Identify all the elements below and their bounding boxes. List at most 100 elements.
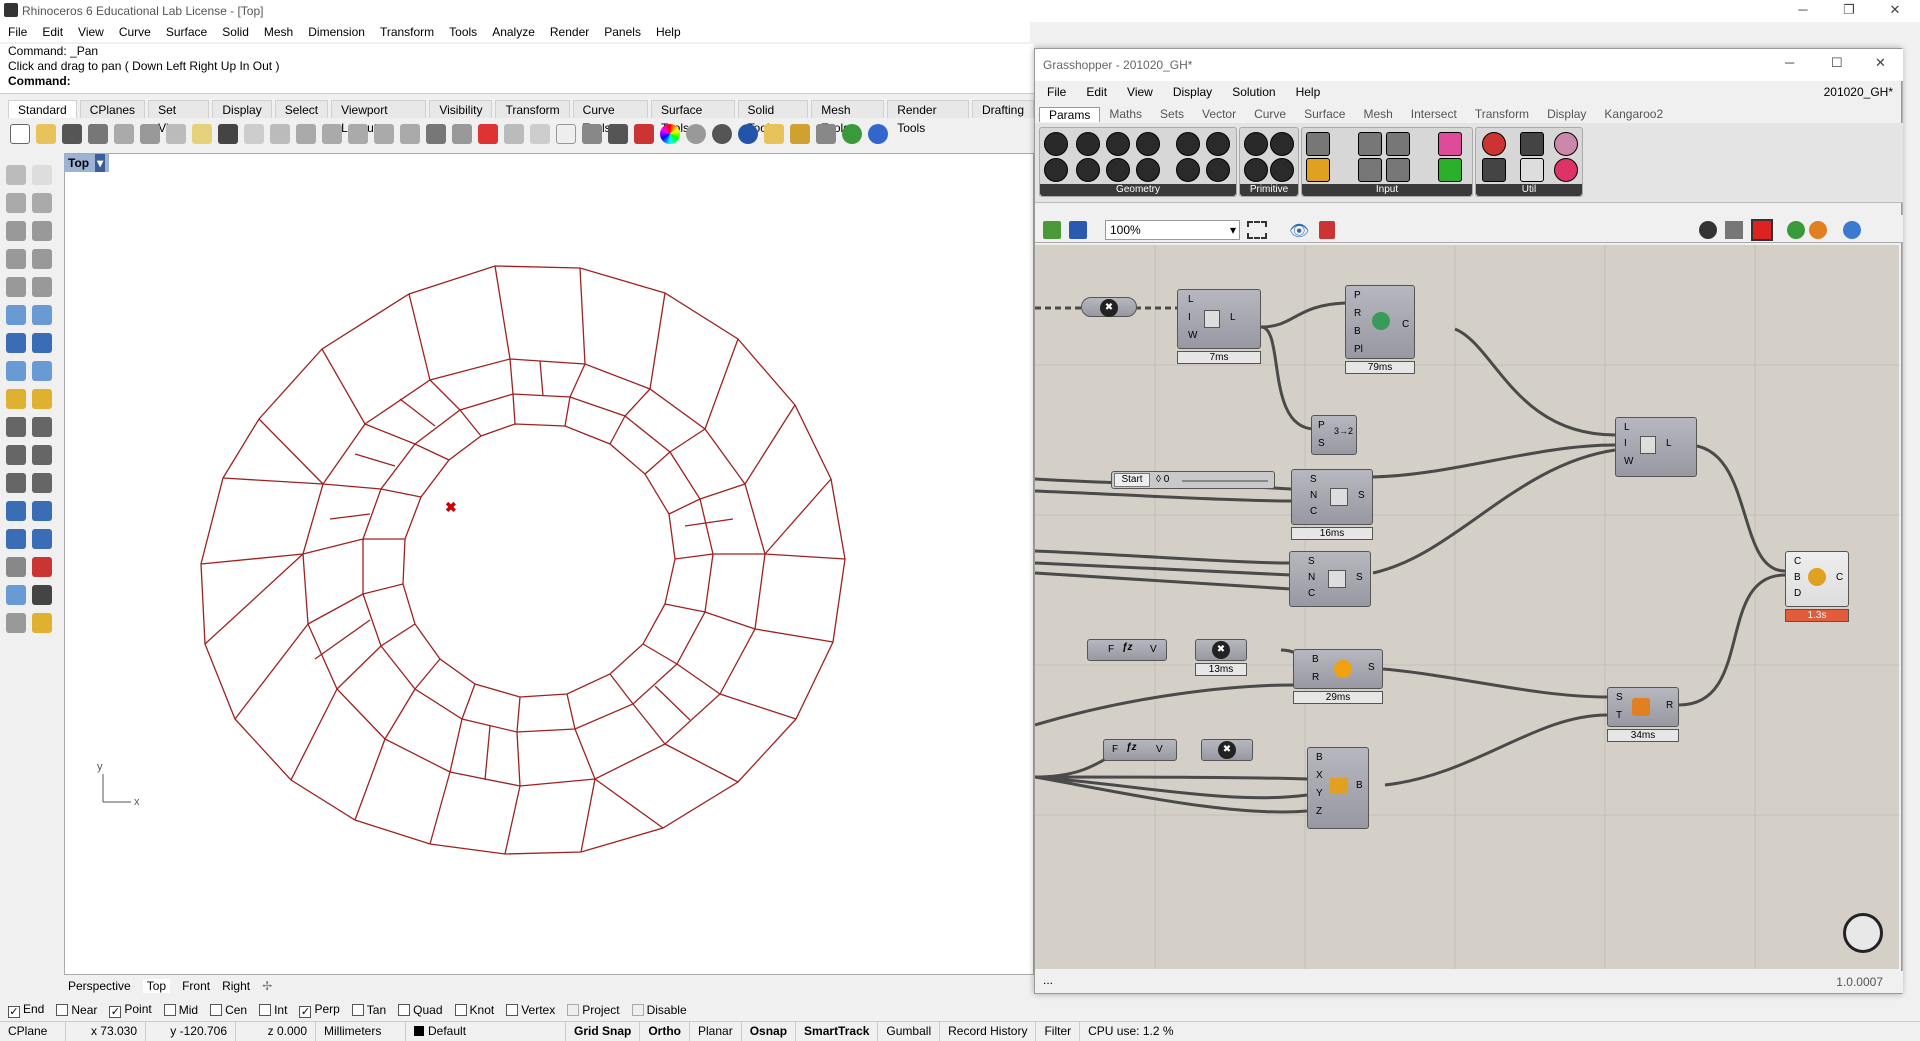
vp-tab-right[interactable]: Right <box>222 979 251 993</box>
status-layer[interactable]: Default <box>406 1021 566 1041</box>
vp-tab-top[interactable]: Top <box>142 979 171 993</box>
undo-view-icon[interactable] <box>400 124 420 144</box>
shaded-preview-icon[interactable] <box>1725 221 1743 239</box>
grasshopper-icon[interactable] <box>816 124 836 144</box>
solid-tool-icon[interactable] <box>6 613 26 633</box>
render-tool-icon[interactable] <box>32 389 52 409</box>
status-record-history[interactable]: Record History <box>940 1021 1037 1041</box>
arc-icon[interactable] <box>6 249 26 269</box>
undo-icon[interactable] <box>218 124 238 144</box>
document-preview-icon[interactable] <box>1843 221 1861 239</box>
polyline-icon[interactable] <box>6 193 26 213</box>
knob-icon[interactable] <box>1386 132 1410 156</box>
sphere-node[interactable]: B R S <box>1293 649 1383 689</box>
analyze-icon[interactable] <box>6 585 26 605</box>
tab-set-view[interactable]: Set View <box>148 100 210 135</box>
tab-viewport-layout[interactable]: Viewport Layout <box>331 100 427 135</box>
gear-icon[interactable] <box>790 124 810 144</box>
gh-menu-solution[interactable]: Solution <box>1232 85 1276 99</box>
gh-tab-mesh[interactable]: Mesh <box>1363 107 1393 121</box>
preview-eye-icon[interactable]: 👁 <box>1289 223 1310 240</box>
button-icon[interactable] <box>1358 158 1382 182</box>
osnap-quad[interactable]: Quad <box>398 1003 443 1017</box>
tab-render-tools[interactable]: Render Tools <box>887 100 969 135</box>
osnap-point-checkbox[interactable]: ✓ <box>109 1006 122 1018</box>
box-icon[interactable] <box>6 333 26 353</box>
rendered-sphere-icon[interactable] <box>712 124 732 144</box>
osnap-disable-checkbox[interactable] <box>631 1004 644 1016</box>
gh-menu-display[interactable]: Display <box>1172 85 1213 99</box>
arc-param-icon[interactable] <box>1106 132 1130 156</box>
osnap-cen[interactable]: Cen <box>210 1003 247 1017</box>
gh-menu-view[interactable]: View <box>1127 85 1153 99</box>
list-item-node-2[interactable]: L I W L <box>1615 417 1697 477</box>
tab-display[interactable]: Display <box>212 100 272 118</box>
cone-icon[interactable] <box>32 613 52 633</box>
shaded-sphere-icon[interactable] <box>686 124 706 144</box>
properties-icon[interactable] <box>634 124 654 144</box>
split-icon[interactable] <box>32 473 52 493</box>
gh-close-icon[interactable]: ✕ <box>1875 55 1886 70</box>
rotate-icon[interactable] <box>6 529 26 549</box>
menu-help[interactable]: Help <box>655 25 681 39</box>
zoom-icon[interactable] <box>296 124 316 144</box>
osnap-knot[interactable]: Knot <box>454 1003 494 1017</box>
zoom-window-icon[interactable] <box>322 124 342 144</box>
expression-node-1[interactable]: F ƒz V <box>1087 639 1167 661</box>
menu-file[interactable]: File <box>8 25 28 39</box>
flask-icon[interactable] <box>1554 158 1578 182</box>
osnap-quad-checkbox[interactable] <box>398 1004 411 1016</box>
canvas-navigator-icon[interactable] <box>1843 913 1883 953</box>
osnap-tan[interactable]: Tan <box>351 1003 386 1017</box>
status-osnap[interactable]: Osnap <box>742 1021 797 1041</box>
minimize-icon[interactable]: ─ <box>1798 2 1808 17</box>
polygon-icon[interactable] <box>6 277 26 297</box>
value-list-icon[interactable] <box>1386 158 1410 182</box>
trim-icon[interactable] <box>6 473 26 493</box>
integer-param-icon[interactable] <box>1270 132 1294 156</box>
status-smarttrack[interactable]: SmartTrack <box>796 1021 879 1041</box>
menu-tools[interactable]: Tools <box>449 25 478 39</box>
toggle-icon[interactable] <box>1358 132 1382 156</box>
status-cplane[interactable]: CPlane <box>0 1021 66 1041</box>
select-arrow-icon[interactable] <box>6 165 26 185</box>
mesh-icon[interactable] <box>6 361 26 381</box>
boolean-icon[interactable] <box>6 445 26 465</box>
start-slider[interactable]: Start ◊ 0 <box>1111 471 1275 489</box>
open-icon[interactable] <box>36 124 56 144</box>
tab-select[interactable]: Select <box>274 100 329 118</box>
gh-tab-transform[interactable]: Transform <box>1474 107 1530 121</box>
osnap-cen-checkbox[interactable] <box>210 1004 223 1016</box>
layer-icon[interactable] <box>582 124 602 144</box>
rectangle-icon[interactable] <box>32 249 52 269</box>
circle-icon[interactable] <box>6 221 26 241</box>
tab-standard[interactable]: Standard <box>8 100 77 118</box>
osnap-near-checkbox[interactable] <box>56 1004 69 1016</box>
ellipse-icon[interactable] <box>32 221 52 241</box>
osnap-perp-checkbox[interactable]: ✓ <box>299 1006 312 1018</box>
status-planar[interactable]: Planar <box>690 1021 742 1041</box>
menu-dimension[interactable]: Dimension <box>308 25 365 39</box>
slider-track[interactable] <box>1182 480 1268 482</box>
dimension-tool-icon[interactable] <box>6 417 26 437</box>
cut-icon[interactable] <box>140 124 160 144</box>
circle-param-icon[interactable] <box>1076 132 1100 156</box>
graph-mapper-icon[interactable] <box>1306 158 1330 182</box>
help-icon[interactable] <box>868 124 888 144</box>
wireframe-preview-icon[interactable] <box>1699 221 1717 239</box>
mesh-param-icon[interactable] <box>1206 132 1230 156</box>
box-node[interactable]: B X Y Z B <box>1307 747 1369 829</box>
new-icon[interactable] <box>10 124 30 144</box>
lock-icon[interactable] <box>608 124 628 144</box>
viewport-dropdown-icon[interactable]: ▾ <box>95 154 106 172</box>
paste-icon[interactable] <box>192 124 212 144</box>
tree-icon[interactable] <box>1482 158 1506 182</box>
point-icon[interactable] <box>504 124 524 144</box>
osnap-project[interactable]: Project <box>567 1003 620 1017</box>
plane-param-icon[interactable] <box>1106 158 1130 182</box>
zoom-extents-icon[interactable] <box>348 124 368 144</box>
color-swatch-icon[interactable] <box>1438 132 1462 156</box>
gh-tab-params[interactable]: Params <box>1039 106 1101 122</box>
osnap-knot-checkbox[interactable] <box>454 1004 467 1016</box>
gh-save-icon[interactable] <box>1069 221 1087 239</box>
